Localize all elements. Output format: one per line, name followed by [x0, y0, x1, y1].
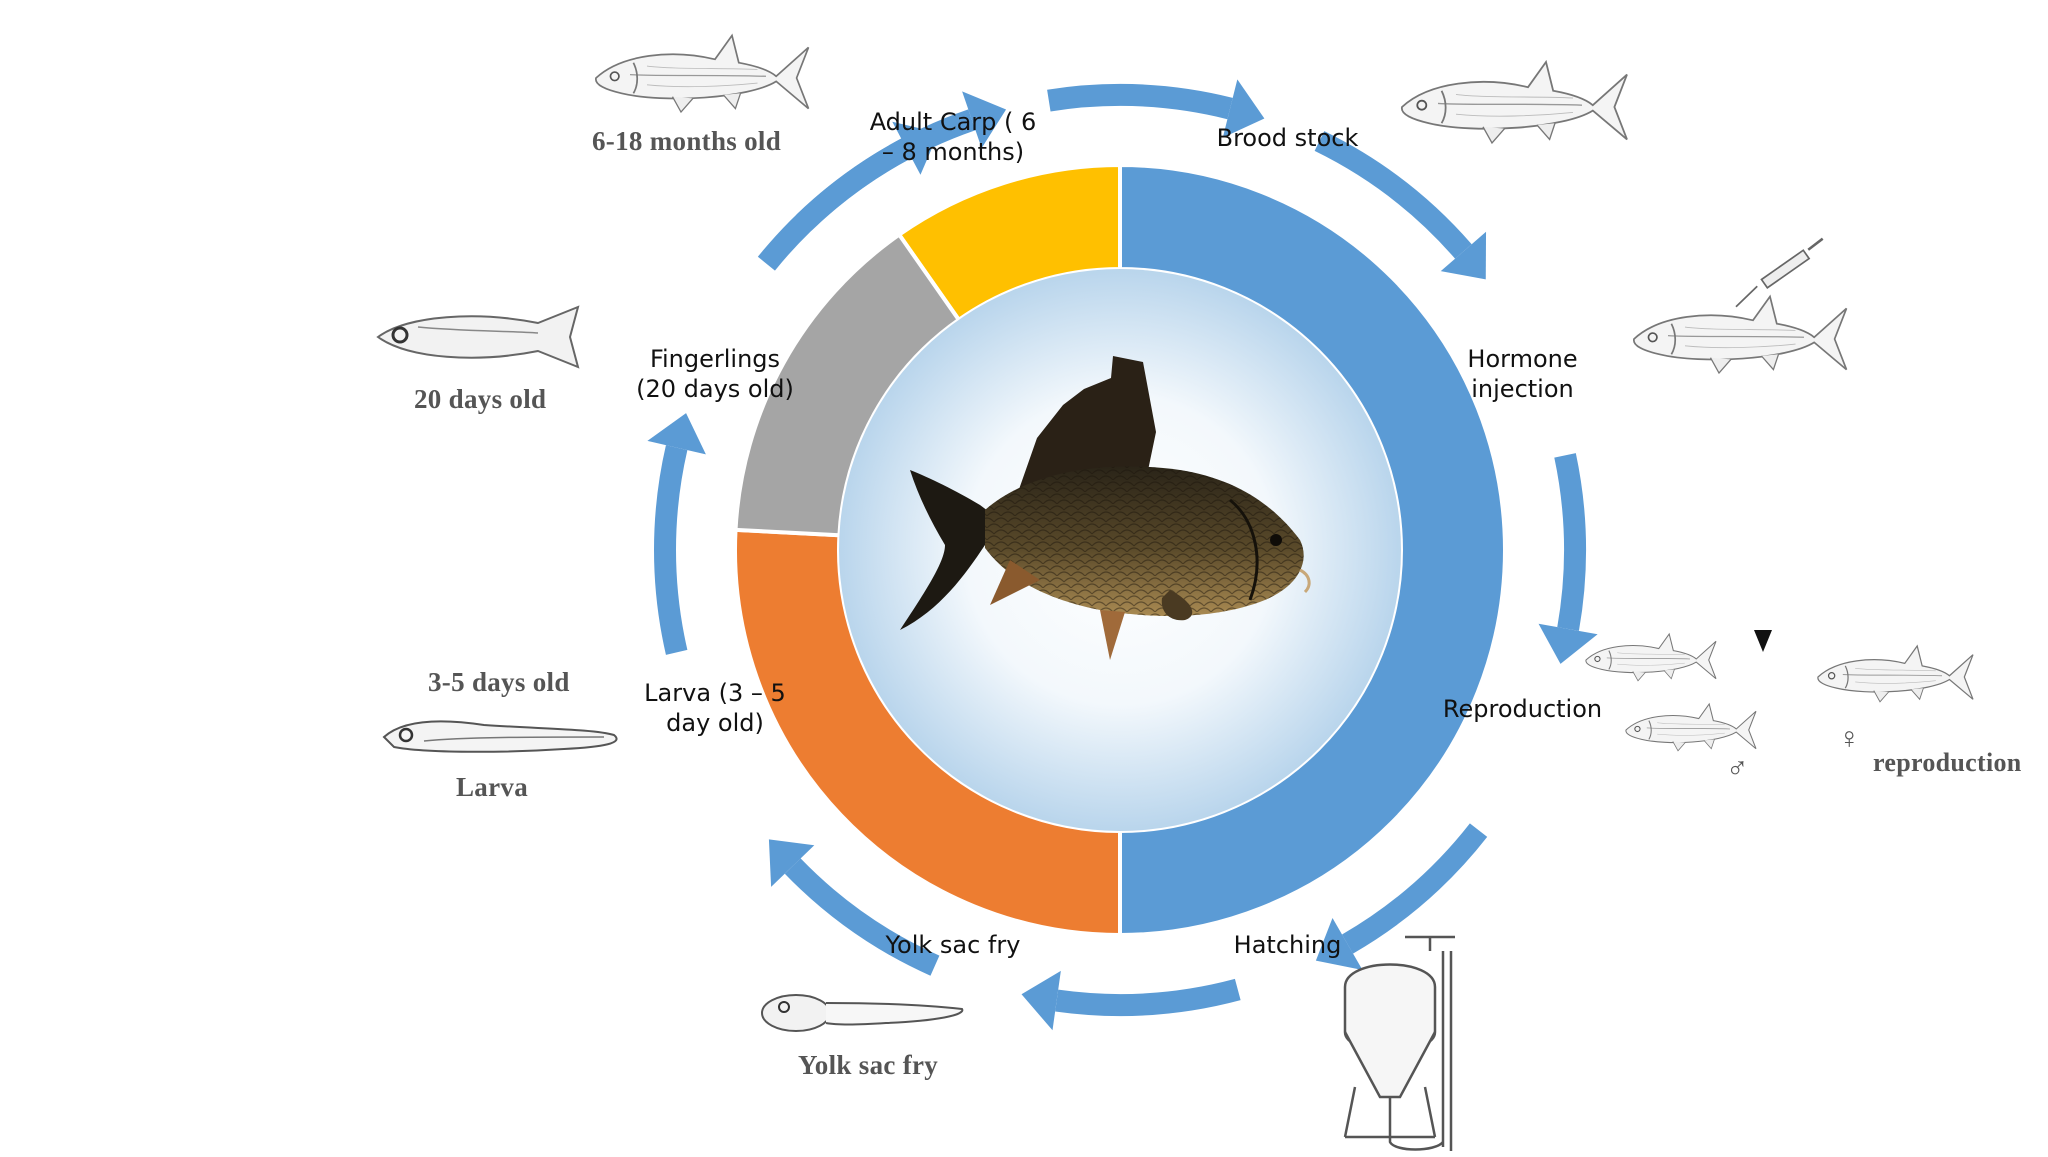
hatching-label: Hatching [1233, 931, 1342, 959]
hormone-injection-label: Hormone injection [1467, 345, 1578, 403]
yolk-sac-fry-caption: Yolk sac fry [798, 1050, 939, 1080]
stage-ring [733, 162, 1507, 938]
cycle-arrow-shaft [1554, 453, 1586, 631]
cycle-arrow-shaft [1341, 823, 1488, 954]
brood-stock-fish-sketch [1400, 61, 1628, 144]
reproduction-caption: reproduction [1873, 748, 2022, 777]
female-symbol: ♀ [1838, 722, 1861, 755]
larva-caption: Larva [456, 772, 528, 802]
cycle-arrow-head [647, 413, 706, 455]
yolk-sac-fry-label: Yolk sac fry [885, 931, 1021, 959]
female-fish-sketch [1817, 645, 1974, 703]
male-fish-sketch-2 [1625, 703, 1757, 752]
cycle-arrow-shaft [1314, 131, 1472, 259]
pointer-triangle-icon [1754, 630, 1772, 652]
cycle-arrow-head [1538, 623, 1598, 664]
cycle-arrow-head [1021, 970, 1061, 1031]
3-5-days-old-caption: 3-5 days old [428, 667, 570, 697]
brood-stock-label: Brood stock [1216, 124, 1359, 152]
cycle-arrow-head [962, 91, 1007, 149]
ring-segment [733, 527, 1122, 938]
adult-fish-sketch [594, 34, 810, 113]
fingerling-sketch [376, 305, 580, 369]
adult-carp-label: Adult Carp ( 6 – 8 months) [869, 108, 1037, 166]
cycle-arrow-head [1440, 231, 1487, 280]
cycle-arrow-head [892, 121, 939, 175]
hormone-injection-fish-sketch [1632, 237, 1848, 374]
cycle-arrow-shaft [1055, 978, 1241, 1016]
cycle-arrow-shaft [757, 138, 912, 271]
months-old-caption: 6-18 months old [592, 126, 782, 156]
male-symbol: ♂ [1726, 752, 1749, 785]
yolk-sac-fry-sketch [761, 994, 964, 1032]
reproduction-label: Reproduction [1442, 695, 1603, 723]
cycle-arrow-head [1222, 79, 1265, 138]
larva-label: Larva (3 – 5 day old) [644, 679, 786, 737]
cycle-arrow-head [1315, 918, 1363, 971]
cycle-arrow-shaft [1047, 84, 1233, 120]
20-days-old-caption: 20 days old [414, 384, 547, 414]
larva-sketch [382, 720, 618, 753]
hatching-jar-sketch [1343, 935, 1455, 1151]
stage-sketches [376, 34, 1974, 1151]
carp-photo [900, 356, 1311, 660]
fingerlings-label: Fingerlings (20 days old) [636, 345, 794, 403]
syringe-icon [1735, 237, 1824, 308]
cycle-arrow-shaft [784, 858, 940, 976]
cycle-arrow-head [768, 839, 815, 887]
cycle-arrows [647, 79, 1598, 1031]
male-fish-sketch-1 [1585, 633, 1717, 682]
cycle-arrow-shaft [654, 445, 688, 655]
